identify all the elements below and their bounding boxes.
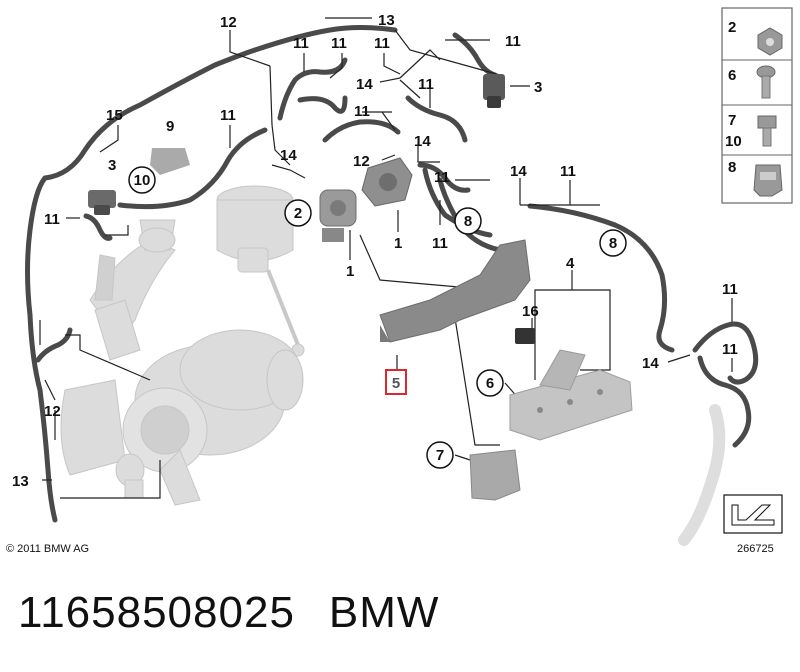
callout-11-d: 11 (418, 76, 434, 93)
callout-11-j: 11 (722, 281, 738, 298)
svg-text:8: 8 (609, 235, 617, 252)
svg-text:6: 6 (486, 375, 494, 392)
vacuum-valve (361, 157, 413, 207)
callout-11-f: 11 (354, 103, 370, 120)
callout-10-circled: 10 (128, 166, 156, 194)
callout-11-b: 11 (331, 35, 347, 52)
callout-11-a: 11 (293, 35, 309, 52)
holder-part-4 (509, 349, 633, 441)
callout-2-circled: 2 (284, 199, 312, 227)
callout-11-top-right: 11 (505, 33, 521, 50)
nut-icon (757, 27, 783, 56)
callout-1-b: 1 (394, 235, 402, 252)
callout-11-h: 11 (434, 169, 450, 186)
part-caption: 11658508025 BMW (18, 588, 439, 638)
diagram-id: 266725 (737, 543, 774, 555)
callout-3-right: 3 (534, 79, 542, 96)
callout-1-a: 1 (346, 263, 354, 280)
callout-13-left: 13 (12, 473, 29, 490)
callout-12-left: 12 (44, 403, 61, 420)
callout-14-a: 14 (356, 76, 373, 93)
hex-bolt-icon (757, 115, 777, 147)
legend-label-10: 10 (725, 133, 742, 150)
callout-7-circled: 7 (426, 441, 454, 469)
callout-3-left: 3 (108, 157, 116, 174)
clip-nut-icon (753, 164, 783, 197)
changeover-valve (319, 189, 357, 242)
svg-text:7: 7 (436, 447, 444, 464)
callout-14-c: 14 (414, 133, 431, 150)
brand-name: BMW (328, 588, 440, 637)
legend-label-8: 8 (728, 159, 736, 176)
callout-11-c: 11 (374, 35, 390, 52)
part-number: 11658508025 (18, 588, 295, 637)
svg-text:2: 2 (294, 205, 302, 222)
pressure-converter-right (483, 74, 505, 108)
bracket-part-9 (150, 148, 190, 175)
callout-11-e: 11 (220, 107, 236, 124)
heat-shield-part-5 (379, 239, 531, 343)
callout-4: 4 (566, 255, 575, 272)
fasteners-legend (721, 7, 793, 204)
callout-12-mid: 12 (353, 153, 370, 170)
callout-15: 15 (106, 107, 123, 124)
callout-14-d: 14 (510, 163, 527, 180)
rubber-mount-16 (515, 328, 535, 344)
view-direction-arrow-icon (723, 494, 783, 534)
legend-label-6: 6 (728, 67, 736, 84)
callout-8-circled-a: 8 (454, 207, 482, 235)
pipe-ghost (678, 404, 726, 546)
svg-text:5: 5 (392, 375, 400, 392)
bolt-icon (756, 65, 776, 99)
callout-11-left: 11 (44, 211, 60, 228)
callout-12-top: 12 (220, 14, 237, 31)
turbocharger-ghost (60, 185, 305, 506)
callout-11-k: 11 (722, 341, 738, 358)
callout-9: 9 (166, 118, 174, 135)
legend-label-2: 2 (728, 19, 736, 36)
copyright-notice: © 2011 BMW AG (6, 543, 89, 555)
plate-part-7 (469, 449, 521, 501)
callout-16: 16 (522, 303, 539, 320)
callout-8-circled-b: 8 (599, 229, 627, 257)
callout-6-circled: 6 (476, 369, 504, 397)
svg-text:10: 10 (134, 172, 151, 189)
callout-13-top: 13 (378, 12, 395, 29)
callout-11-i: 11 (560, 163, 576, 180)
callout-11-g: 11 (432, 235, 448, 252)
svg-text:8: 8 (464, 213, 472, 230)
pressure-converter-left (88, 190, 116, 215)
callout-14-e: 14 (642, 355, 659, 372)
legend-label-7: 7 (728, 112, 736, 129)
callout-5-highlighted: 5 (385, 369, 407, 395)
callout-labels: 12 13 11 11 11 11 14 11 3 15 9 11 11 14 … (12, 12, 742, 490)
callout-14-b: 14 (280, 147, 297, 164)
